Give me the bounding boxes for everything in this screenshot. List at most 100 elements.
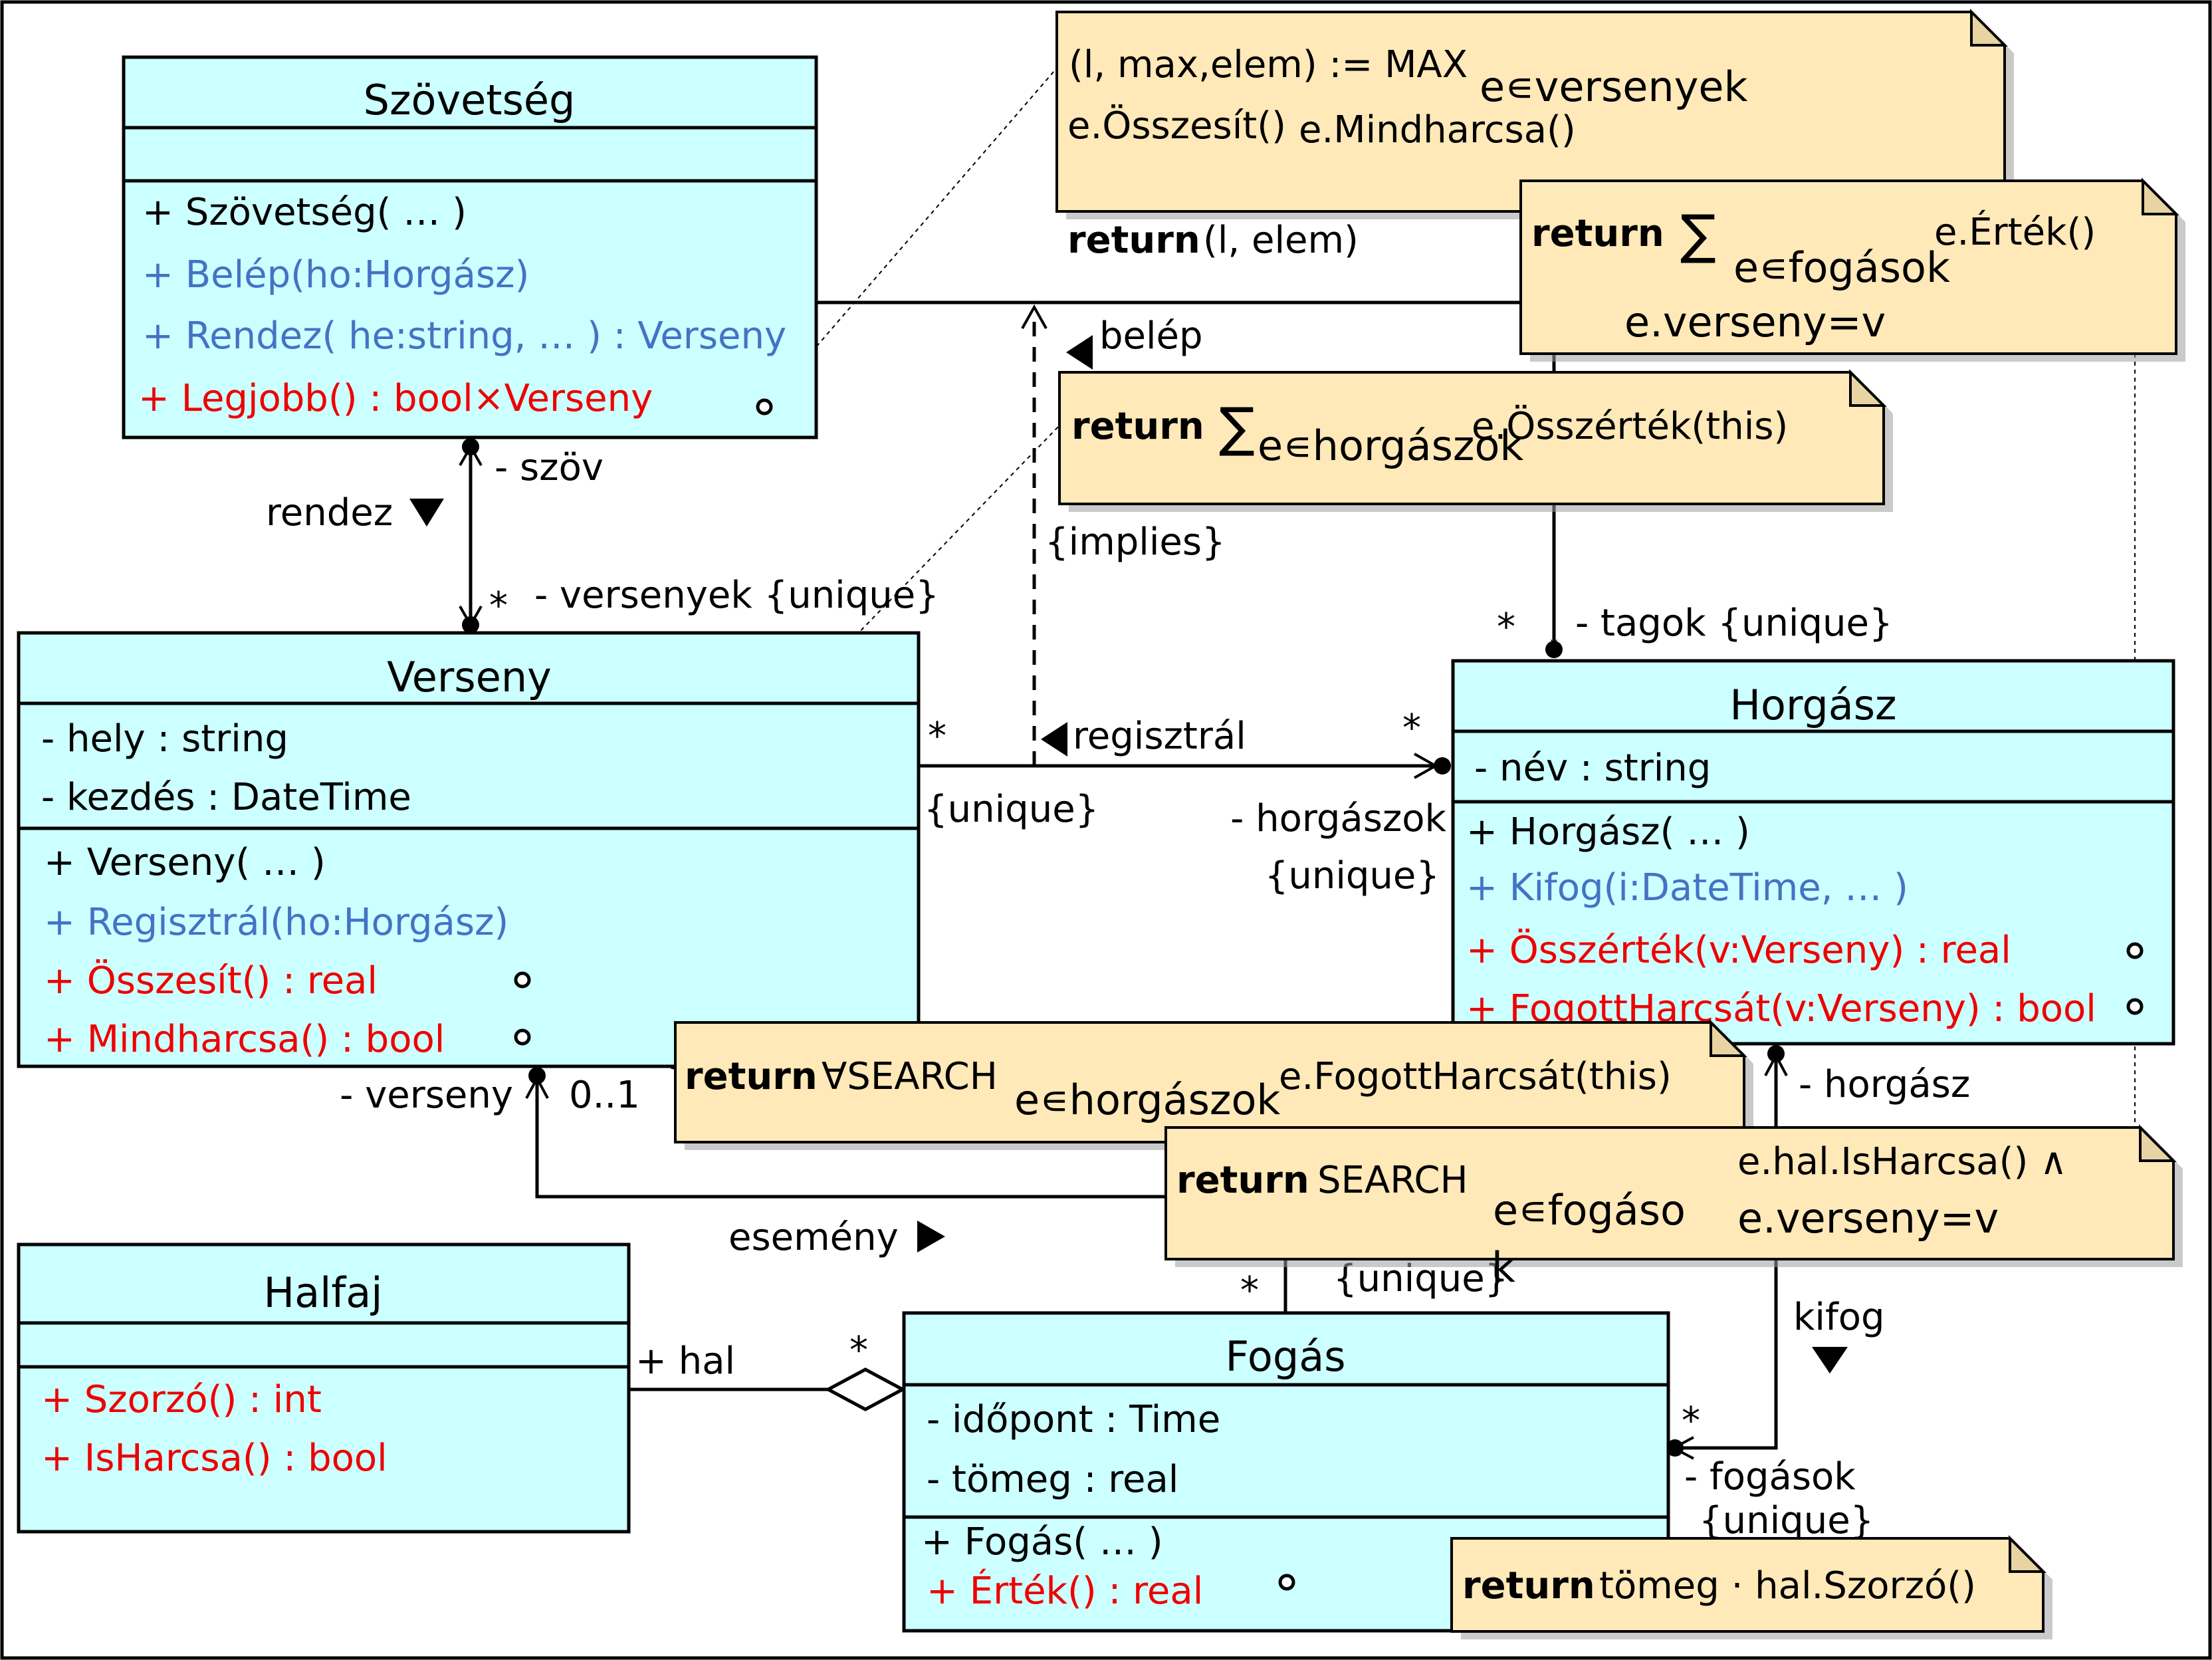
class-verseny-member: + Összesít() : real — [44, 959, 378, 1003]
assoc-name-esemeny: esemény — [728, 1216, 899, 1259]
dependency-implies-arrow — [1021, 304, 1048, 329]
direction-triangle-kifog — [1812, 1347, 1848, 1373]
constraint-unique-versenyek: {unique} — [924, 788, 1099, 831]
mult-regisztral-left: * — [928, 715, 946, 758]
class-fogas-member: + Fogás( … ) — [921, 1520, 1163, 1564]
direction-triangle-regisztral — [1041, 722, 1067, 757]
note-fogottharcsat: return SEARCH e∊fogáso k e.hal.IsHarcsa(… — [1164, 1124, 2183, 1292]
note-mindharcsa: return ∀SEARCH e∊horgászok e.FogottHarcs… — [674, 1019, 1753, 1150]
class-horgasz[interactable]: Horgász - név : string + Horgász( … ) + … — [1451, 659, 2175, 1046]
class-verseny[interactable]: Verseny - hely : string - kezdés : DateT… — [17, 631, 921, 1068]
class-verseny-member: + Regisztrál(ho:Horgász) — [44, 901, 508, 944]
mult-tagok: * — [1497, 606, 1515, 649]
role-tagok: - tagok {unique} — [1575, 602, 1893, 645]
constraint-implies: {implies} — [1045, 521, 1226, 564]
note-port-mindharcsa — [514, 1028, 531, 1046]
note-mindharcsa-expr: e.FogottHarcsát(this) — [1279, 1055, 1672, 1098]
note-mindharcsa-op: ∀SEARCH — [822, 1055, 998, 1098]
mult-regisztral-right: * — [1402, 707, 1421, 750]
mult-fogasok: * — [1682, 1399, 1700, 1443]
note-legjobb-return: return — [1067, 219, 1200, 262]
role-horgasz: - horgász — [1799, 1063, 1970, 1106]
note-port-legjobb — [756, 398, 773, 415]
note-legjobb-line2a: e.Összesít() — [1067, 104, 1286, 148]
assoc-name-rendez: rendez — [266, 491, 393, 534]
note-osszertek-sub: e∊fogások — [1733, 243, 1950, 292]
note-fogottharcsat-sub1: e∊fogáso — [1493, 1186, 1686, 1235]
note-port-osszesit — [514, 971, 531, 989]
note-osszertek-expr: e.Érték() — [1934, 211, 2096, 254]
class-verseny-member: + Verseny( … ) — [44, 841, 326, 884]
note-osszertek-sigma: ∑ — [1680, 203, 1716, 265]
class-szovetseg-member: + Szövetség( … ) — [142, 191, 467, 234]
class-fogas-name: Fogás — [1225, 1332, 1345, 1381]
class-szovetseg-member: + Legjobb() : bool×Verseny — [138, 377, 653, 420]
constraint-unique-fogasok: {unique} — [1699, 1499, 1874, 1542]
direction-triangle-esemeny — [917, 1221, 945, 1252]
class-halfaj[interactable]: Halfaj + Szorzó() : int + IsHarcsa() : b… — [17, 1243, 631, 1534]
class-halfaj-member: + IsHarcsa() : bool — [41, 1437, 387, 1480]
role-versenyek: - versenyek {unique} — [534, 574, 939, 617]
assoc-szov-owner-dot — [462, 438, 479, 455]
assoc-versenyek-owner-dot — [462, 616, 479, 634]
mult-hal: * — [849, 1329, 868, 1372]
note-osszesit-return: return — [1071, 405, 1204, 448]
note-osszertek: return ∑ e∊fogások e.Érték() e.verseny=v — [1519, 178, 2185, 362]
note-legjobb-line2b: e.Mindharcsa() — [1299, 108, 1576, 152]
class-horgasz-member: + Összérték(v:Verseny) : real — [1466, 929, 2011, 972]
class-horgasz-name: Horgász — [1729, 681, 1896, 729]
note-legjobb: (l, max,elem) := MAX e∊versenyek e.Össze… — [1055, 9, 2014, 262]
note-legjobb-line1: (l, max,elem) := MAX — [1069, 43, 1468, 86]
note-fogottharcsat-cond: e.verseny=v — [1737, 1194, 1999, 1243]
class-horgasz-attribute: - név : string — [1474, 747, 1711, 790]
note-fogottharcsat-return: return — [1176, 1159, 1309, 1202]
class-verseny-attribute: - hely : string — [41, 717, 288, 761]
note-mindharcsa-return: return — [685, 1055, 818, 1098]
assoc-name-kifog: kifog — [1793, 1296, 1885, 1339]
class-fogas-attribute: - időpont : Time — [927, 1398, 1220, 1441]
note-osszesit: return ∑ e∊horgászok e.Összérték(this) — [1058, 369, 1893, 512]
note-osszesit-expr: e.Összérték(this) — [1472, 405, 1788, 448]
assoc-horgasz-owner-dot — [1767, 1045, 1785, 1062]
class-horgasz-member: + Kifog(i:DateTime, … ) — [1466, 866, 1908, 909]
mult-verseny: 0..1 — [569, 1074, 640, 1117]
class-szovetseg-member: + Belép(ho:Horgász) — [142, 253, 529, 296]
class-horgasz-member: + Horgász( … ) — [1466, 810, 1750, 854]
note-osszesit-sub: e∊horgászok — [1258, 421, 1523, 470]
note-port-fogottharcsat — [2126, 998, 2144, 1015]
class-fogas-member: + Érték() : real — [927, 1570, 1203, 1613]
mult-versenyek: * — [489, 584, 508, 628]
direction-triangle-belep — [1066, 335, 1093, 370]
class-verseny-member: + Mindharcsa() : bool — [44, 1018, 445, 1061]
note-fogottharcsat-sub2: k — [1492, 1243, 1515, 1292]
mult-fogas-top: * — [1240, 1269, 1259, 1312]
note-osszesit-sigma: ∑ — [1219, 396, 1255, 458]
note-ertek-expr: tömeg · hal.Szorzó() — [1599, 1564, 1976, 1607]
class-halfaj-name: Halfaj — [264, 1268, 383, 1317]
constraint-unique-horgaszok: {unique} — [1265, 854, 1440, 897]
assoc-horgaszok-owner-dot — [1434, 757, 1451, 774]
note-port-ertek — [1278, 1574, 1295, 1591]
class-szovetseg[interactable]: Szövetség + Szövetség( … ) + Belép(ho:Ho… — [122, 55, 818, 439]
class-fogas-attribute: - tömeg : real — [927, 1458, 1178, 1501]
role-hal: + hal — [635, 1340, 735, 1383]
role-fogasok: - fogások — [1684, 1455, 1856, 1498]
note-osszertek-cond: e.verseny=v — [1624, 298, 1886, 346]
assoc-verseny-owner-dot — [528, 1067, 546, 1084]
note-port-osszertek — [2126, 942, 2144, 959]
note-ertek: return tömeg · hal.Szorzó() — [1450, 1535, 2052, 1639]
role-szov: - szöv — [495, 446, 604, 489]
aggregation-diamond — [824, 1367, 907, 1411]
note-legjobb-line3: (l, elem) — [1203, 219, 1359, 262]
assoc-name-belep: belép — [1099, 314, 1203, 358]
class-szovetseg-name: Szövetség — [364, 76, 576, 124]
assoc-fogasok-owner-dot — [1666, 1439, 1684, 1457]
class-verseny-attribute: - kezdés : DateTime — [41, 776, 411, 819]
note-osszertek-return: return — [1531, 212, 1664, 255]
note-fogottharcsat-op: SEARCH — [1317, 1159, 1468, 1202]
note-fogottharcsat-expr: e.hal.IsHarcsa() ∧ — [1737, 1140, 2067, 1183]
assoc-tagok-owner-dot — [1545, 641, 1563, 658]
class-verseny-name: Verseny — [387, 653, 552, 701]
